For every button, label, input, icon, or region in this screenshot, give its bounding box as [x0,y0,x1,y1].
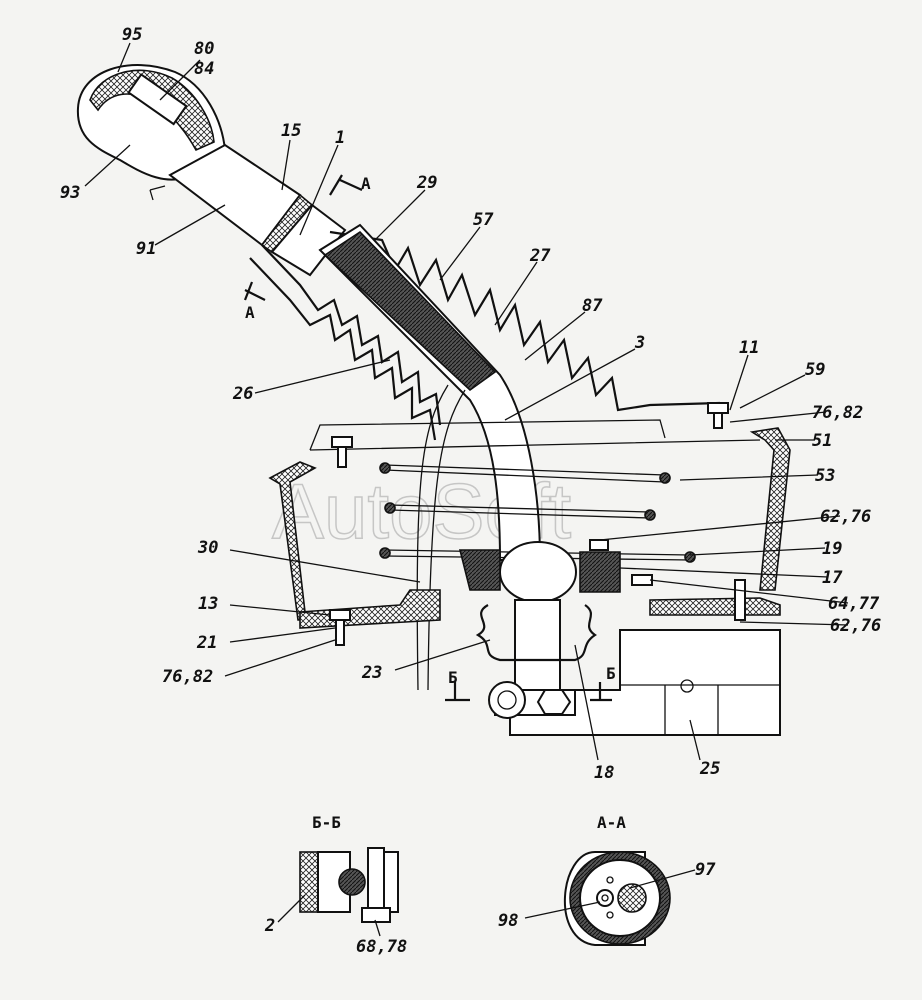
label-13: 13 [198,594,218,614]
label-87: 87 [582,296,603,316]
label-57: 57 [473,210,494,230]
label-51: 51 [812,431,832,451]
section-mark-a-top: А [361,174,371,193]
label-30: 30 [197,538,218,558]
label-26: 26 [232,384,253,404]
section-mark-b-right: Б [606,664,616,683]
section-mark-b-left: Б [448,668,458,687]
label-84: 84 [194,59,214,79]
lower-boot [475,604,597,662]
label-68-78: 68,78 [356,937,407,957]
label-59: 59 [805,360,825,380]
label-62-76-top: 62,76 [820,507,871,527]
section-mark-a-bottom: А [245,303,255,322]
label-29: 29 [416,173,437,193]
label-2: 2 [264,916,275,936]
label-17: 17 [822,568,843,588]
label-11: 11 [739,338,759,358]
label-98: 98 [498,911,518,931]
ball-joint [499,541,577,603]
label-95: 95 [122,25,142,45]
label-27: 27 [529,246,551,266]
label-80: 80 [194,39,214,59]
callout-labels: 95 80 84 93 15 1 29 91 57 27 87 3 11 59 … [60,25,881,957]
label-91: 91 [136,239,156,259]
label-76-82-right: 76,82 [812,403,863,423]
label-64-77: 64,77 [828,594,880,614]
label-93: 93 [60,183,80,203]
label-3: 3 [634,333,645,353]
lower-bellows [249,257,437,441]
label-97: 97 [695,860,716,880]
label-1: 1 [335,128,345,148]
label-62-76-bottom: 62,76 [830,616,881,636]
label-23: 23 [361,663,382,683]
section-aa [563,851,671,946]
label-19: 19 [822,539,842,559]
label-76-82-left: 76,82 [162,667,213,687]
leader-lines [84,42,849,937]
section-title-bb: Б-Б [312,813,341,832]
label-53: 53 [815,466,835,486]
label-25: 25 [699,759,720,779]
bracket [509,629,781,736]
label-21: 21 [196,633,217,653]
label-15: 15 [281,121,301,141]
bolts [329,402,746,646]
upper-bellows [329,230,721,412]
section-title-aa: А-А [597,813,626,832]
label-18: 18 [594,763,614,783]
section-bb [299,847,399,923]
